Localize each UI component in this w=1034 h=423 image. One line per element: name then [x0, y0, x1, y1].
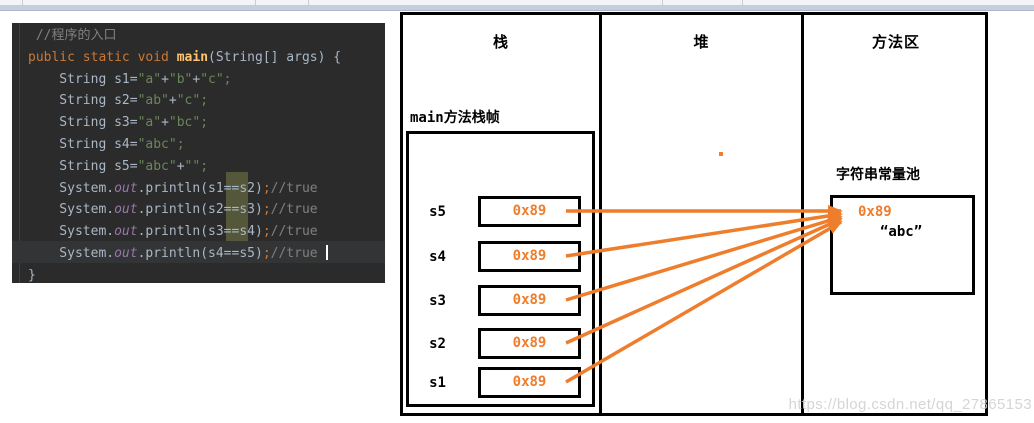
- code-line: String s3="a"+"bc";: [28, 112, 341, 134]
- code-token: +: [161, 71, 169, 87]
- toolbar-separator: [308, 0, 309, 5]
- code-token: "a": [137, 115, 162, 131]
- code-token: String s3=: [28, 115, 138, 131]
- code-token: "bc";: [168, 115, 209, 131]
- code-token: //true: [270, 224, 318, 240]
- code-line: String s2="ab"+"c";: [28, 90, 341, 112]
- code-token: //程序的入口: [28, 28, 117, 43]
- code-token: main: [176, 49, 209, 65]
- stack-variable-box: 0x89: [478, 196, 581, 227]
- code-line: String s5="abc"+"";: [28, 156, 341, 178]
- code-token: +: [161, 115, 169, 131]
- toolbar-separator: [255, 0, 256, 5]
- code-token: public static void: [28, 49, 177, 65]
- code-token: ;: [262, 224, 271, 240]
- code-token: +: [192, 71, 201, 87]
- code-line: System.out.println(s2==s3);//true: [28, 199, 341, 221]
- code-line: String s4="abc";: [28, 134, 341, 156]
- code-line: }: [28, 265, 341, 283]
- code-token: System.: [28, 224, 115, 240]
- code-editor[interactable]: //程序的入口 public static void main(String[] …: [12, 23, 385, 283]
- stack-heap-divider: [599, 12, 602, 416]
- heap-dot: [719, 152, 723, 156]
- current-line-highlight: [12, 241, 385, 263]
- code-token: .println(s1==s2): [137, 180, 263, 196]
- code-line: public static void main(String[] args) {: [28, 47, 341, 69]
- toolbar-separator: [742, 0, 743, 5]
- method-area-column-title: 方法区: [871, 33, 920, 51]
- watermark-url: https://blog.csdn.net/qq_27865153: [788, 396, 1032, 413]
- code-token: ;: [262, 245, 271, 261]
- window-toolbar-strip: [0, 0, 1034, 5]
- code-token: out: [114, 245, 138, 261]
- code-token: "ab": [137, 93, 169, 109]
- code-token: ;: [262, 180, 271, 196]
- code-token: "c";: [176, 93, 209, 109]
- code-line: //程序的入口: [28, 25, 341, 47]
- code-line: System.out.println(s1==s2);//true: [28, 178, 341, 200]
- main-stack-frame-label: main方法栈帧: [410, 110, 500, 126]
- stack-variable-box: 0x89: [478, 328, 581, 359]
- code-token: System.: [28, 180, 115, 196]
- stack-variable-name: s5: [429, 204, 446, 220]
- stack-variable-name: s4: [429, 249, 446, 265]
- stack-variable-name: s2: [429, 336, 446, 352]
- heap-methodarea-divider: [801, 12, 804, 416]
- code-line: System.out.println(s4==s5);//true: [28, 243, 341, 265]
- code-token: String s2=: [28, 93, 138, 109]
- code-token: +: [176, 158, 185, 174]
- editor-gutter-line: [19, 23, 20, 283]
- stack-variable-box: 0x89: [478, 367, 581, 398]
- code-token: }: [28, 267, 36, 283]
- code-token: "";: [184, 158, 209, 174]
- code-token: //true: [270, 245, 318, 261]
- code-token: +: [168, 93, 177, 109]
- stack-variable-name: s1: [429, 375, 446, 391]
- code-token: //true: [270, 180, 318, 196]
- code-token: String s1=: [28, 71, 138, 87]
- toolbar-separator: [22, 0, 23, 5]
- stack-variable-box: 0x89: [478, 285, 581, 316]
- stack-column-title: 栈: [492, 33, 509, 51]
- code-token: .println(s3==s4): [137, 224, 263, 240]
- toolbar-separator: [662, 0, 663, 5]
- code-token: "b": [168, 71, 193, 87]
- string-pool-address: 0x89: [858, 204, 892, 220]
- equals-operator-highlight: [226, 172, 248, 258]
- string-pool-value: “abc”: [880, 224, 923, 240]
- code-token: out: [114, 202, 138, 218]
- code-token: System.: [28, 202, 115, 218]
- code-token: out: [114, 180, 138, 196]
- code-token: .println(s2==s3): [137, 202, 263, 218]
- heap-column-title: 堆: [693, 33, 710, 51]
- text-cursor: [326, 245, 328, 260]
- stack-variable-name: s3: [429, 293, 446, 309]
- code-token: .println(s4==s5): [137, 245, 263, 261]
- code-token: "abc": [137, 158, 177, 174]
- code-token: //true: [270, 202, 318, 218]
- stack-variable-box: 0x89: [478, 241, 581, 272]
- code-token: String s4=: [28, 136, 138, 152]
- code-line: System.out.println(s3==s4);//true: [28, 221, 341, 243]
- code-token: System.: [28, 245, 115, 261]
- code-token: out: [114, 224, 138, 240]
- code-token: "c";: [200, 71, 232, 87]
- code-token: String s5=: [28, 158, 138, 174]
- code-token: (String[] args) {: [208, 49, 342, 65]
- code-lines: //程序的入口 public static void main(String[] …: [28, 25, 341, 283]
- code-token: "a": [137, 71, 162, 87]
- code-line: String s1="a"+"b"+"c";: [28, 69, 341, 91]
- code-token: ;: [262, 202, 271, 218]
- string-pool-label: 字符串常量池: [836, 167, 920, 183]
- string-pool-box: [830, 195, 975, 295]
- window-titlebar-edge: [0, 5, 1034, 11]
- code-token: "abc";: [137, 136, 185, 152]
